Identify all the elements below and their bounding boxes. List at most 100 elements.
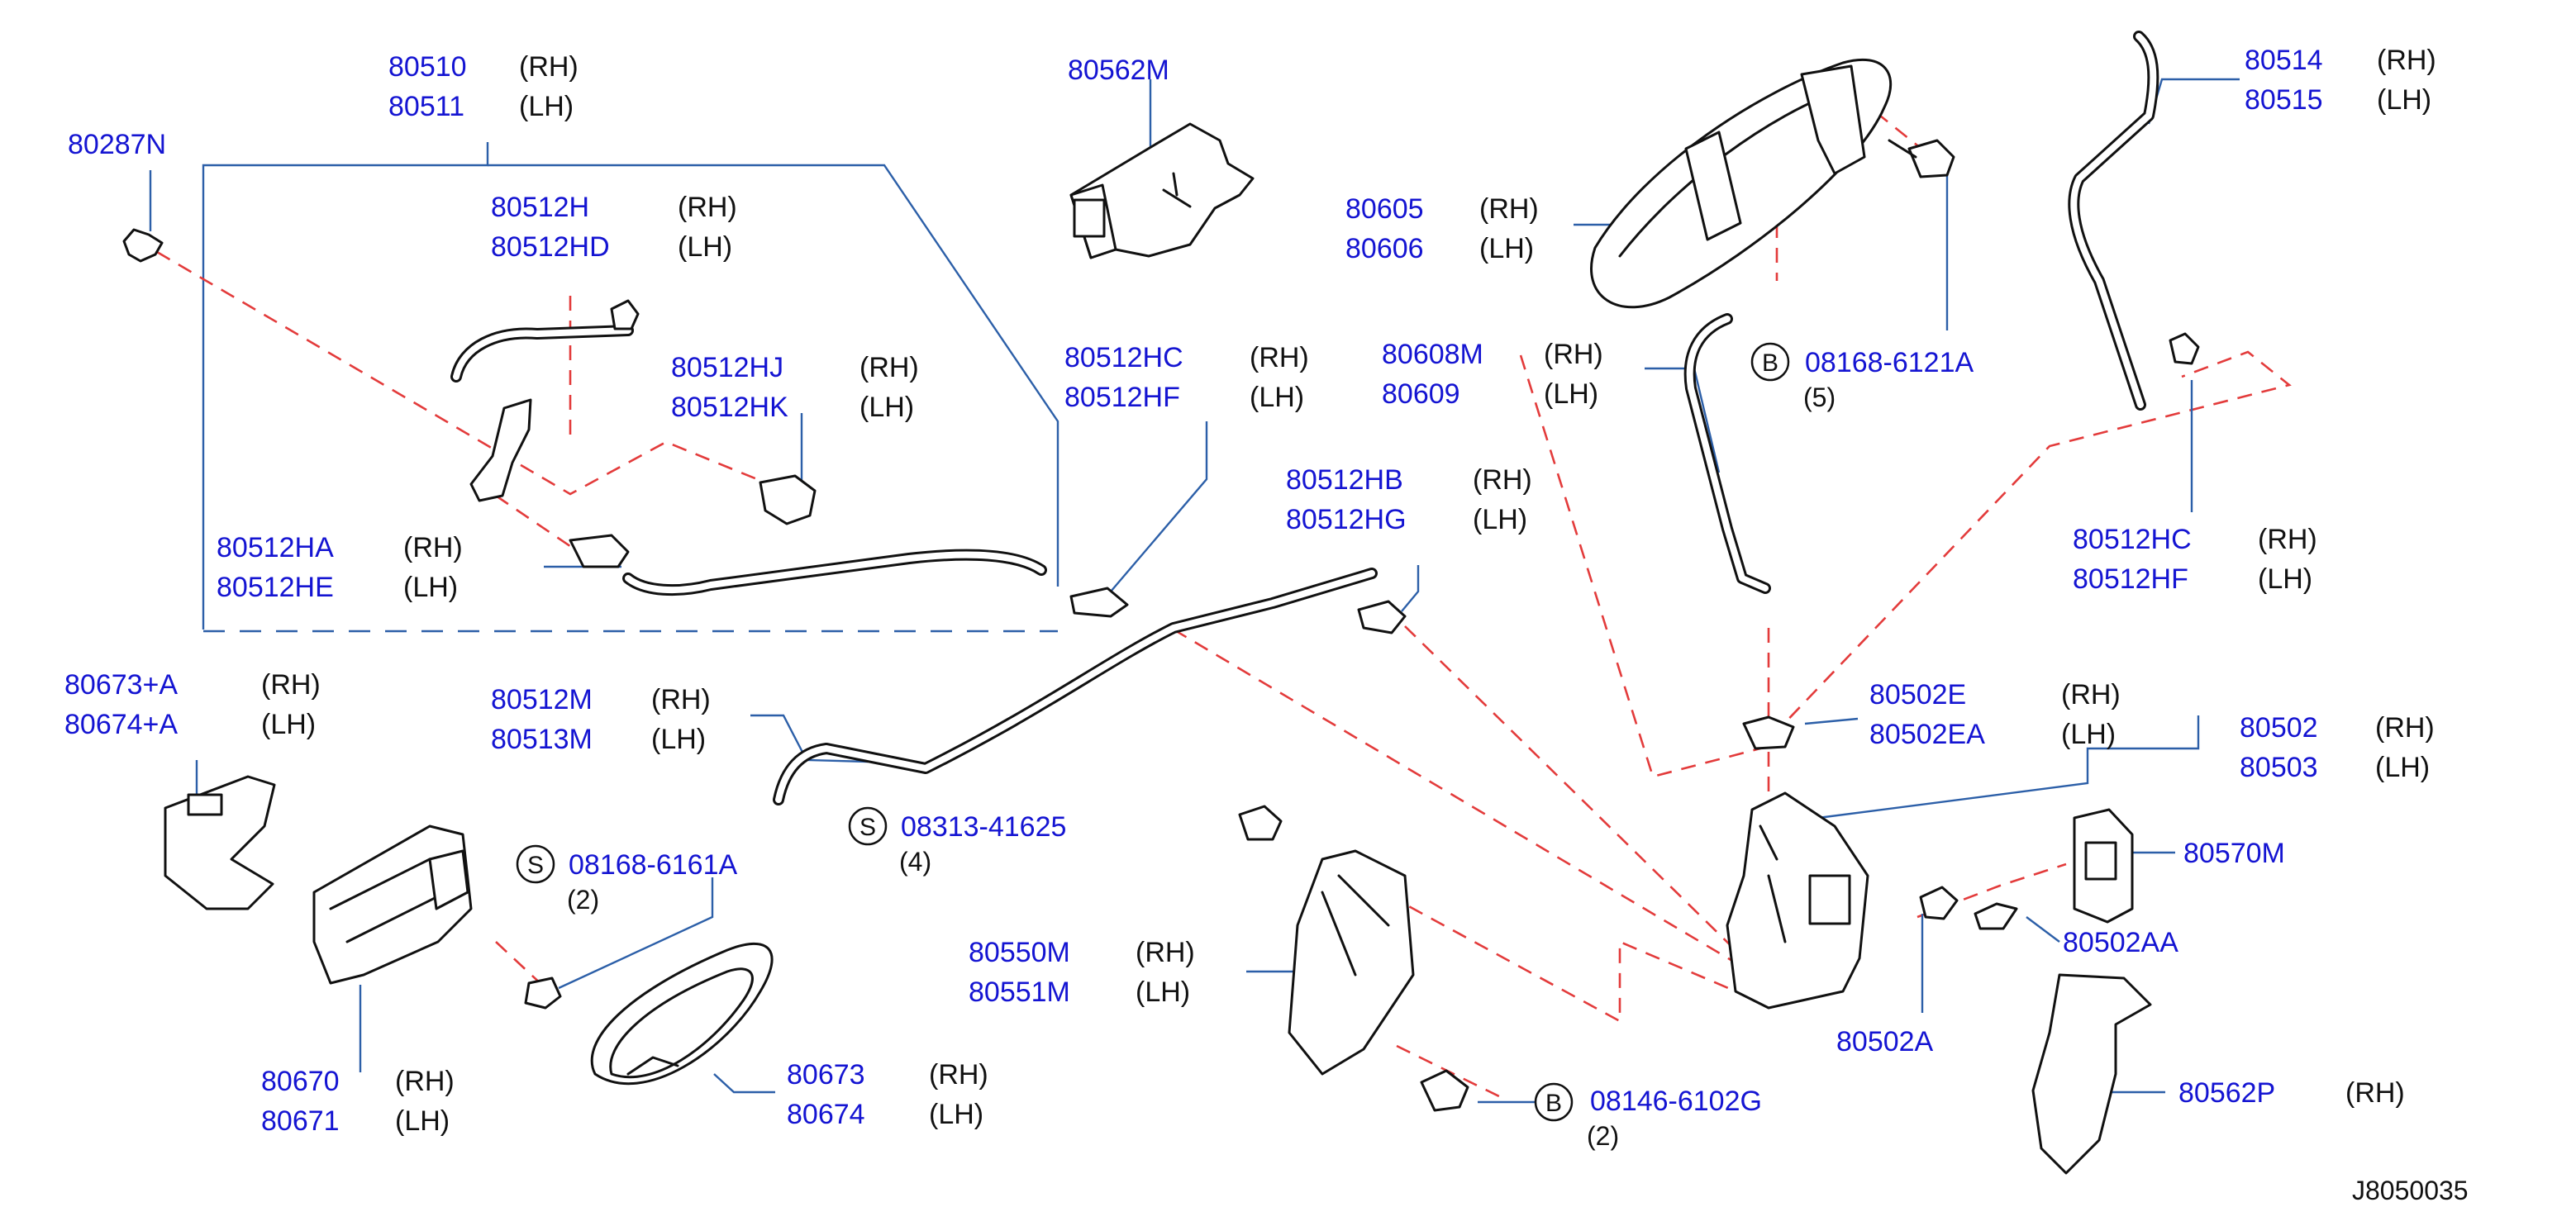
part-number-80562m: 80562M [1068,55,1169,86]
part-number-80605: 80605 [1345,193,1424,225]
side-label: (RH) [2375,712,2435,744]
part-80605-outside-handle [1590,58,1893,309]
callout-80562p: 80562P (RH) [2178,1077,2405,1109]
side-label: (RH) [1250,342,1309,373]
callout-80673: 80673 (RH) 80674 (LH) [787,1059,988,1130]
side-label: (RH) [929,1059,988,1091]
side-label: (RH) [1479,193,1539,225]
part-screw-08168-6161a [524,977,562,1010]
part-number-08146-6102g: 08146-6102G [1590,1086,1762,1117]
badge-circle-08313-41625 [848,806,888,846]
callout-80287n: 80287N [68,129,166,160]
callout-80510: 80510 (RH) 80511 (LH) [388,51,579,122]
quantity-label: (5) [1803,383,1836,412]
part-80512m-long-rod [622,549,1129,618]
part-number-80673a: 80673+A [64,669,178,701]
badge-letter-08313-41625: S [859,814,876,841]
callout-80550m: 80550M (RH) 80551M (LH) [969,937,1195,1008]
part-number-80512he: 80512HE [217,572,334,603]
quantity-label: (2) [1587,1121,1619,1151]
badge-circle-08146-6102g [1534,1082,1574,1122]
side-label: (RH) [1136,937,1195,968]
part-number-80512hc: 80512HC [1064,342,1183,373]
side-label: (RH) [1473,464,1532,496]
callout-80502e: 80502E (RH) 80502EA (LH) [1869,679,2121,750]
side-label: (RH) [403,532,463,563]
side-label: (LH) [2258,563,2312,595]
part-number-80512hk: 80512HK [671,392,788,423]
part-number-80570m: 80570M [2183,838,2285,869]
callout-80512m: 80512M (RH) 80513M (LH) [491,684,711,755]
part-number-08168-6121a: 08168-6121A [1805,347,1974,378]
side-label: (RH) [651,684,711,715]
part-number-80671: 80671 [261,1105,340,1137]
side-label: (LH) [261,709,316,740]
side-label: (RH) [519,51,579,83]
callout-08168-6121a: 08168-6121A (5) [1803,347,1974,412]
part-80502-lock-actuator [1726,791,1869,1010]
part-number-80608m: 80608M [1382,339,1483,370]
callout-80512h: 80512H (RH) 80512HD (LH) [491,192,737,263]
part-80512h-rod-upper [450,299,640,383]
side-label: (LH) [395,1105,450,1137]
part-number-80674: 80674 [787,1099,865,1130]
side-label: (RH) [678,192,737,223]
badge-circle-08168-6161a [516,844,555,884]
part-number-80512hc: 80512HC [2073,524,2192,555]
part-80512hb-clip [1357,600,1407,634]
part-number-08313-41625: 08313-41625 [901,811,1066,843]
side-label: (RH) [859,352,919,383]
part-number-80512hf: 80512HF [2073,563,2188,595]
part-number-80512h: 80512H [491,192,589,223]
part-80673-escutcheon [590,942,774,1086]
part-80550m-actuator-housing [1288,849,1415,1076]
part-number-80512hj: 80512HJ [671,352,783,383]
callout-08146-6102g: 08146-6102G (2) [1587,1086,1762,1151]
part-80502a-screw [1919,886,1959,920]
badge-circle-08168-6121a [1750,342,1790,382]
assembly-lines [156,99,2292,1100]
part-number-80512hf: 80512HF [1064,382,1180,413]
callout-80512ha: 80512HA (RH) 80512HE (LH) [217,532,463,603]
part-number-80502: 80502 [2240,712,2318,744]
callout-08168-6161a: 08168-6161A (2) [567,849,738,915]
side-label: (LH) [403,572,458,603]
callout-80512hc-right: 80512HC (RH) 80512HF (LH) [2073,524,2317,595]
part-number-80606: 80606 [1345,233,1424,264]
part-number-80609: 80609 [1382,378,1460,410]
callout-80502a: 80502A [1836,1026,1934,1057]
part-80512ha-clip [569,534,630,568]
side-label: (LH) [1250,382,1304,413]
callout-80605: 80605 (RH) 80606 (LH) [1345,193,1539,264]
part-number-80511: 80511 [388,91,464,122]
part-80502aa-screw [1974,902,2018,930]
part-number-80515: 80515 [2245,84,2323,116]
part-number-80550m: 80550M [969,937,1070,968]
side-label: (LH) [2377,84,2431,116]
part-rod-holder-bracket [469,398,532,502]
side-label: (RH) [2258,524,2317,555]
part-number-80510: 80510 [388,51,467,83]
part-number-80512hg: 80512HG [1286,504,1407,535]
side-label: (RH) [261,669,321,701]
part-80570m-cover [2073,808,2134,924]
part-number-80512hb: 80512HB [1286,464,1403,496]
badge-letter-08168-6121a: B [1762,349,1778,377]
part-80514-rod [2068,31,2200,411]
side-label: (LH) [1479,233,1534,264]
part-number-80673: 80673 [787,1059,865,1091]
part-number-80287n: 80287N [68,129,166,160]
badge-letter-08168-6161a: S [527,852,544,879]
side-label: (LH) [678,231,732,263]
part-80512hj-clip [759,474,817,525]
side-label: (LH) [859,392,914,423]
side-label: (RH) [1544,339,1603,370]
part-number-80512ha: 80512HA [217,532,334,563]
part-bolt-08313-41625 [1238,805,1283,841]
part-number-80562p: 80562P [2178,1077,2275,1109]
part-80287n-clip [122,228,164,263]
side-label: (LH) [929,1099,983,1130]
part-80608m-rod [1683,313,1771,594]
part-number-80674a: 80674+A [64,709,178,740]
